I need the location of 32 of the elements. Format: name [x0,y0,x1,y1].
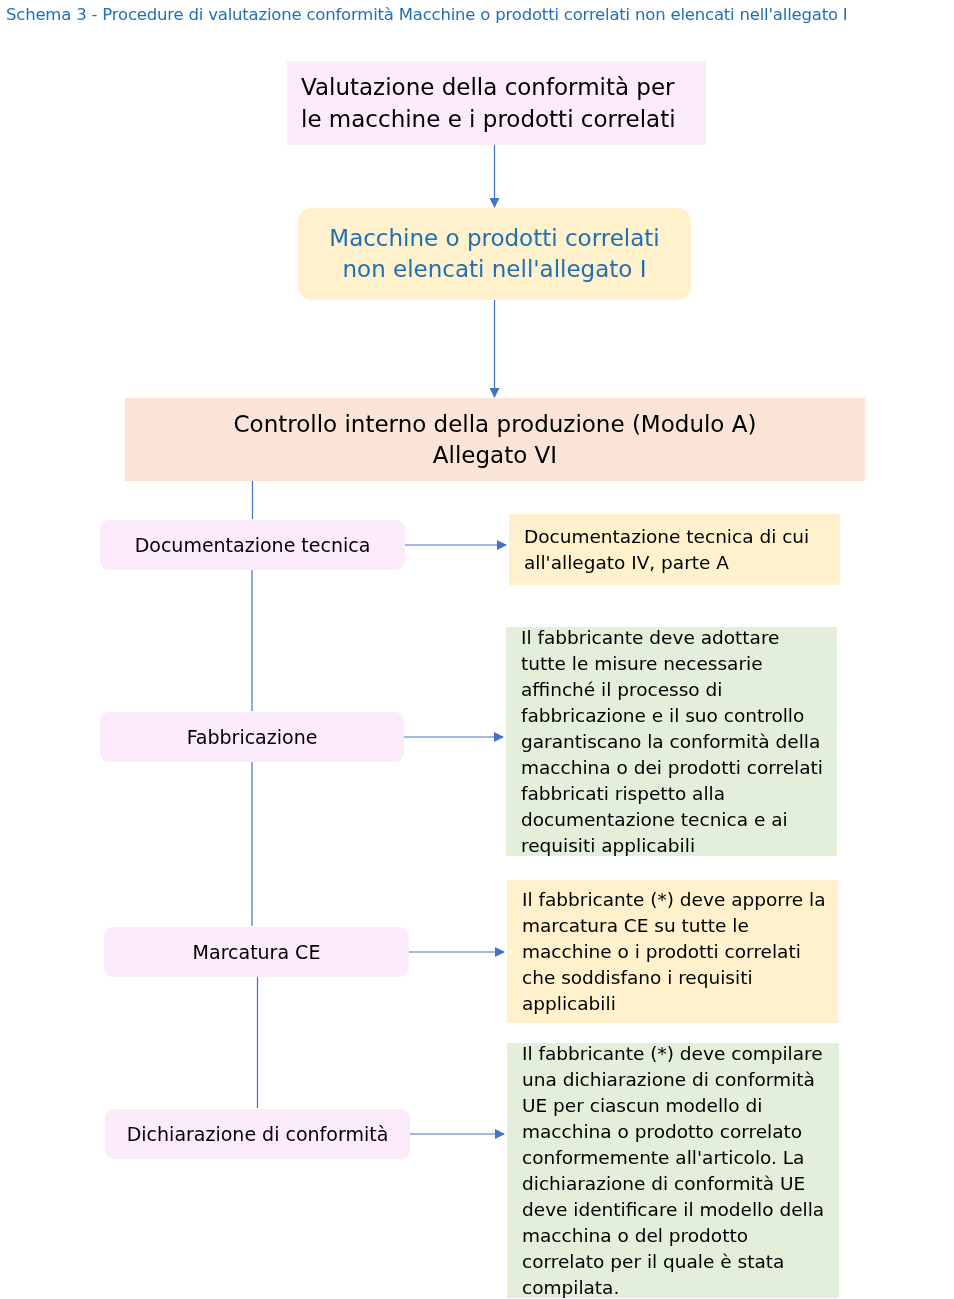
box-text: Documentazione tecnica di cui all'allegato IV, parte A [524,524,811,575]
step-box [104,927,409,977]
box-text: Valutazione della conformità per le macchine e i prodotti correlati [301,73,677,134]
process-box [507,880,838,1023]
arrow [408,947,505,957]
arrow [403,732,504,742]
box-text: Allegato VI [432,440,558,470]
box-text: Fabbricazione [186,725,318,749]
box-text: Il fabbricante (*) deve compilare una dichiarazione di conformità UE per ciascun modello di macchina o prodotto correlato conformemente all'articolo. La dichiarazione di conformità UE deve identificare il modello della macchina o del prodotto correlato per il quale è stata compilata. [522,1041,826,1299]
step-box [100,520,405,570]
arrow [404,540,507,550]
connector-line [251,761,253,927]
process-box [509,514,840,585]
box-text: Il fabbricante (*) deve apporre la marcatura CE su tutte le macchine o i prodotti correlati che soddisfano i requisiti applicabili [522,887,827,1016]
diagram-title: Schema 3 - Procedure di valutazione conformità Macchine o prodotti correlati non elencati nell'allegato I [6,5,849,24]
connector-line [251,480,254,520]
box-text: Dichiarazione di conformità [126,1122,389,1146]
process-box [287,61,706,145]
arrow [489,144,500,208]
process-box [125,398,865,481]
arrow [409,1129,505,1139]
box-text: Il fabbricante deve adottare tutte le misure necessarie affinché il processo di fabbricazione e il suo controllo garantiscano la conformità della macchina o dei prodotti correlati fabbricati rispetto alla documentazione tecnica e ai requisiti applicabili [521,625,824,858]
box-text: Macchine o prodotti correlati non elencati nell'allegato I [328,224,661,284]
connector-line [251,569,253,712]
step-box [105,1109,410,1159]
process-box [298,208,691,300]
box-text: Documentazione tecnica [134,533,371,557]
connector-line [256,976,259,1109]
box-text: Marcatura CE [192,940,321,964]
arrow [489,299,500,398]
step-box [100,712,404,762]
box-text: Controllo interno della produzione (Modulo A) [233,409,757,439]
